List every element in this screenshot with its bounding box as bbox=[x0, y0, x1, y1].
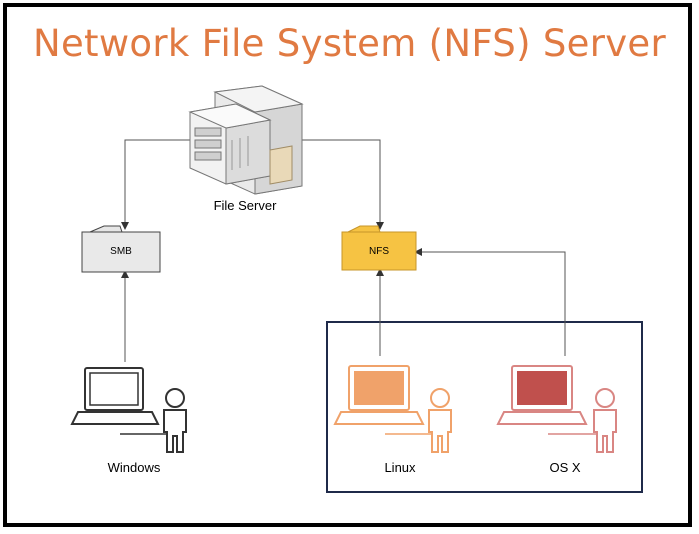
file-server-icon bbox=[188, 85, 304, 195]
osx-label: OS X bbox=[549, 460, 581, 475]
file-server-label: File Server bbox=[213, 198, 277, 213]
osx-to-nfs-connector bbox=[414, 248, 566, 356]
windows-laptop-icon bbox=[70, 367, 172, 435]
connectors bbox=[121, 139, 566, 362]
linux-user-icon bbox=[428, 388, 452, 453]
nfs-folder-icon bbox=[341, 225, 417, 271]
server-to-nfs-connector bbox=[300, 139, 384, 230]
page-title: Network File System (NFS) Server bbox=[32, 22, 667, 65]
windows-user-icon bbox=[163, 388, 187, 453]
smb-folder-icon bbox=[81, 225, 161, 273]
windows-label: Windows bbox=[107, 460, 161, 475]
osx-user-icon bbox=[593, 388, 617, 453]
server-to-smb-connector bbox=[121, 139, 190, 230]
linux-laptop-icon bbox=[333, 365, 437, 435]
nfs-label: NFS bbox=[369, 246, 389, 257]
smb-label: SMB bbox=[110, 246, 132, 257]
linux-label: Linux bbox=[384, 460, 416, 475]
osx-laptop-icon bbox=[496, 365, 600, 435]
unix-clients-group bbox=[326, 321, 643, 493]
